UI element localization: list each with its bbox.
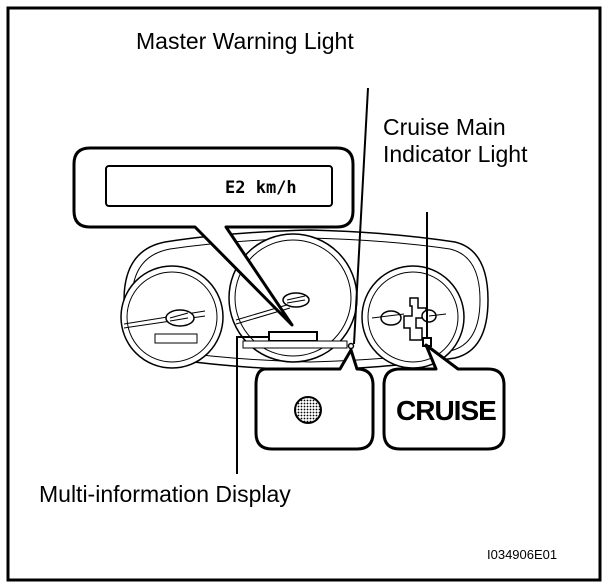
master-warning-lamp (347, 342, 355, 350)
multi-information-display-window (268, 331, 318, 342)
lcd-screen (105, 165, 333, 207)
cruise-indicator-text: CRUISE (396, 395, 497, 426)
master-warning-callout (254, 348, 375, 451)
multi-information-display-label: Multi-information Display (39, 481, 291, 507)
right-gauge (361, 265, 465, 369)
master-warning-light-label: Master Warning Light (136, 28, 354, 54)
figure-frame (6, 6, 602, 582)
lcd-callout (72, 146, 355, 327)
lcd-readout: E2 km/h (225, 178, 297, 198)
cruise-main-label-line2: Indicator Light (383, 141, 528, 167)
left-gauge (120, 265, 224, 369)
center-gauge (228, 233, 358, 363)
figure-code: I034906E01 (487, 547, 558, 562)
cruise-main-label-line1: Cruise Main (383, 114, 506, 140)
master-warning-leader (353, 87, 369, 345)
cruise-callout (382, 343, 506, 451)
warning-lamp-enlarged (294, 396, 322, 424)
multi-info-leader (236, 336, 269, 474)
